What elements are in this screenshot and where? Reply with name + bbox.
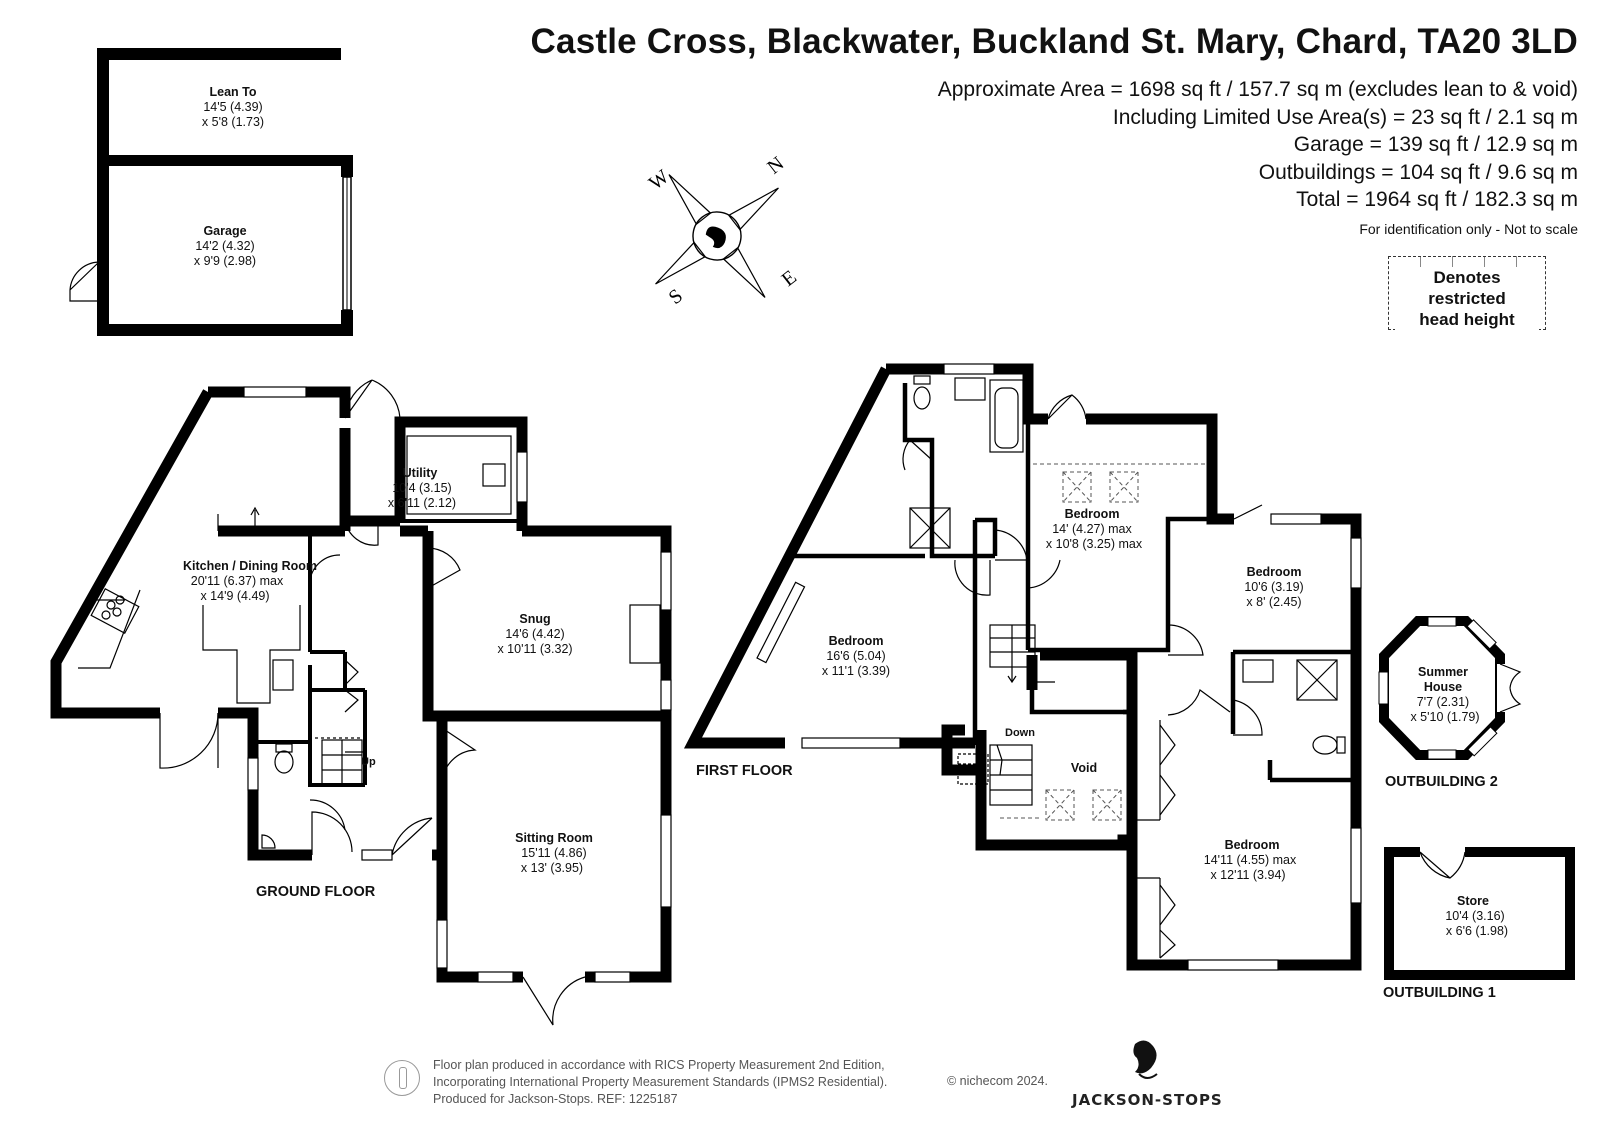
room-bedroom-main-dim2: x 12'11 (3.94): [1210, 868, 1285, 882]
room-bedroom-left-name: Bedroom: [829, 634, 884, 648]
room-snug-name: Snug: [519, 612, 550, 626]
room-store-name: Store: [1457, 894, 1489, 908]
room-bedroom-right-dim1: 10'6 (3.19): [1244, 580, 1303, 594]
first-floor-stairs: [957, 624, 1055, 806]
first-floor-windows: [756, 363, 1362, 971]
room-snug-dim2: x 10'11 (3.32): [497, 642, 572, 656]
kitchen-fittings: [78, 435, 661, 704]
room-utility-name: Utility: [403, 466, 438, 480]
room-bedroom-tl-dim2: x 10'8 (3.25) max: [1046, 537, 1143, 551]
stairs-up-label: Up: [361, 756, 376, 768]
garage-block: [97, 48, 353, 336]
room-lean-to-dim1: 14'5 (4.39): [203, 100, 262, 114]
room-bedroom-right-name: Bedroom: [1247, 565, 1302, 579]
info-icon: [384, 1060, 420, 1096]
room-bedroom-left-dim2: x 11'1 (3.39): [822, 664, 890, 678]
bathroom-fittings: [909, 375, 1346, 755]
ground-floor-windows: [243, 386, 672, 983]
legend-line-2: head height: [1395, 309, 1539, 330]
room-kitchen-dim1: 20'11 (6.37) max: [191, 574, 284, 588]
room-store-dim2: x 6'6 (1.98): [1446, 924, 1508, 938]
room-kitchen-name: Kitchen / Dining Room: [183, 559, 317, 573]
room-bedroom-main-name: Bedroom: [1225, 838, 1280, 852]
room-garage-dim1: 14'2 (4.32): [195, 239, 254, 253]
room-bedroom-tl-dim1: 14' (4.27) max: [1052, 522, 1132, 536]
jackson-stops-logo-icon: [1133, 1040, 1158, 1079]
compass-north-label: N: [763, 152, 788, 178]
room-lean-to-name: Lean To: [210, 85, 257, 99]
footer-line-2: Incorporating International Property Mea…: [433, 1075, 888, 1089]
ground-stairs: [315, 737, 365, 786]
room-summer-house-name1: Summer: [1418, 665, 1468, 679]
wardrobes: [1132, 720, 1176, 959]
area-line-garage: Garage = 139 sq ft / 12.9 sq m: [1293, 133, 1578, 156]
room-garage-dim2: x 9'9 (2.98): [194, 254, 256, 268]
compass-icon: [655, 174, 779, 298]
area-line-outbuildings: Outbuildings = 104 sq ft / 9.6 sq m: [1258, 160, 1578, 184]
page-title: Castle Cross, Blackwater, Buckland St. M…: [530, 22, 1578, 61]
room-sitting-dim2: x 13' (3.95): [521, 861, 583, 875]
room-garage-name: Garage: [203, 224, 246, 238]
room-summer-house-name2: House: [1424, 680, 1462, 694]
outbuilding2-label: OUTBUILDING 2: [1385, 774, 1498, 790]
room-snug-dim1: 14'6 (4.42): [505, 627, 564, 641]
footer-text: Floor plan produced in accordance with R…: [433, 1057, 887, 1108]
store: [1384, 847, 1575, 980]
room-sitting-name: Sitting Room: [515, 831, 593, 845]
compass-south-label: S: [665, 285, 687, 309]
stairs-down-label: Down: [1005, 727, 1035, 739]
compass-west-label: W: [645, 166, 674, 195]
room-bedroom-tl-name: Bedroom: [1065, 507, 1120, 521]
room-sitting-dim1: 15'11 (4.86): [521, 846, 586, 860]
area-line-approximate: Approximate Area = 1698 sq ft / 157.7 sq…: [937, 78, 1578, 101]
ground-floor-doors: [159, 379, 586, 1026]
room-store-dim1: 10'4 (3.16): [1445, 909, 1504, 923]
outbuilding1-label: OUTBUILDING 1: [1383, 985, 1496, 1001]
area-line-limited-use: Including Limited Use Area(s) = 23 sq ft…: [1112, 105, 1578, 129]
footer-line-3: Produced for Jackson-Stops. REF: 1225187: [433, 1092, 678, 1106]
restricted-areas: [1000, 463, 1207, 821]
restricted-height-legend: Denotes restricted head height: [1388, 256, 1546, 330]
ground-wc-fittings: [261, 743, 294, 849]
copyright-text: © nichecom 2024.: [947, 1074, 1048, 1088]
room-bedroom-left-dim1: 16'6 (5.04): [826, 649, 885, 663]
room-kitchen-dim2: x 14'9 (4.49): [200, 589, 269, 603]
hall-cupboard: [344, 659, 359, 713]
area-summary: Approximate Area = 1698 sq ft / 157.7 sq…: [938, 76, 1578, 214]
area-line-total: Total = 1964 sq ft / 182.3 sq m: [1296, 188, 1578, 211]
room-bedroom-right-dim2: x 8' (2.45): [1246, 595, 1301, 609]
first-floor-doors: [902, 394, 1263, 736]
room-void-name: Void: [1071, 761, 1097, 775]
ground-floor-label: GROUND FLOOR: [256, 884, 376, 900]
compass-east-label: E: [778, 266, 801, 291]
room-lean-to-dim2: x 5'8 (1.73): [202, 115, 264, 129]
first-floor-label: FIRST FLOOR: [696, 763, 793, 779]
room-summer-house-dim1: 7'7 (2.31): [1417, 695, 1469, 709]
legend-line-1: Denotes restricted: [1395, 267, 1539, 309]
room-utility-dim1: 10'4 (3.15): [392, 481, 451, 495]
garage-side-door: [69, 261, 100, 302]
identification-note: For identification only - Not to scale: [1359, 221, 1578, 237]
room-bedroom-main-dim1: 14'11 (4.55) max: [1204, 853, 1297, 867]
room-summer-house-dim2: x 5'10 (1.79): [1410, 710, 1479, 724]
room-utility-dim2: x 6'11 (2.12): [388, 496, 456, 510]
summer-house: [1378, 616, 1522, 760]
footer-line-1: Floor plan produced in accordance with R…: [433, 1058, 885, 1072]
brand-name: JACKSON-STOPS: [1072, 1091, 1223, 1109]
